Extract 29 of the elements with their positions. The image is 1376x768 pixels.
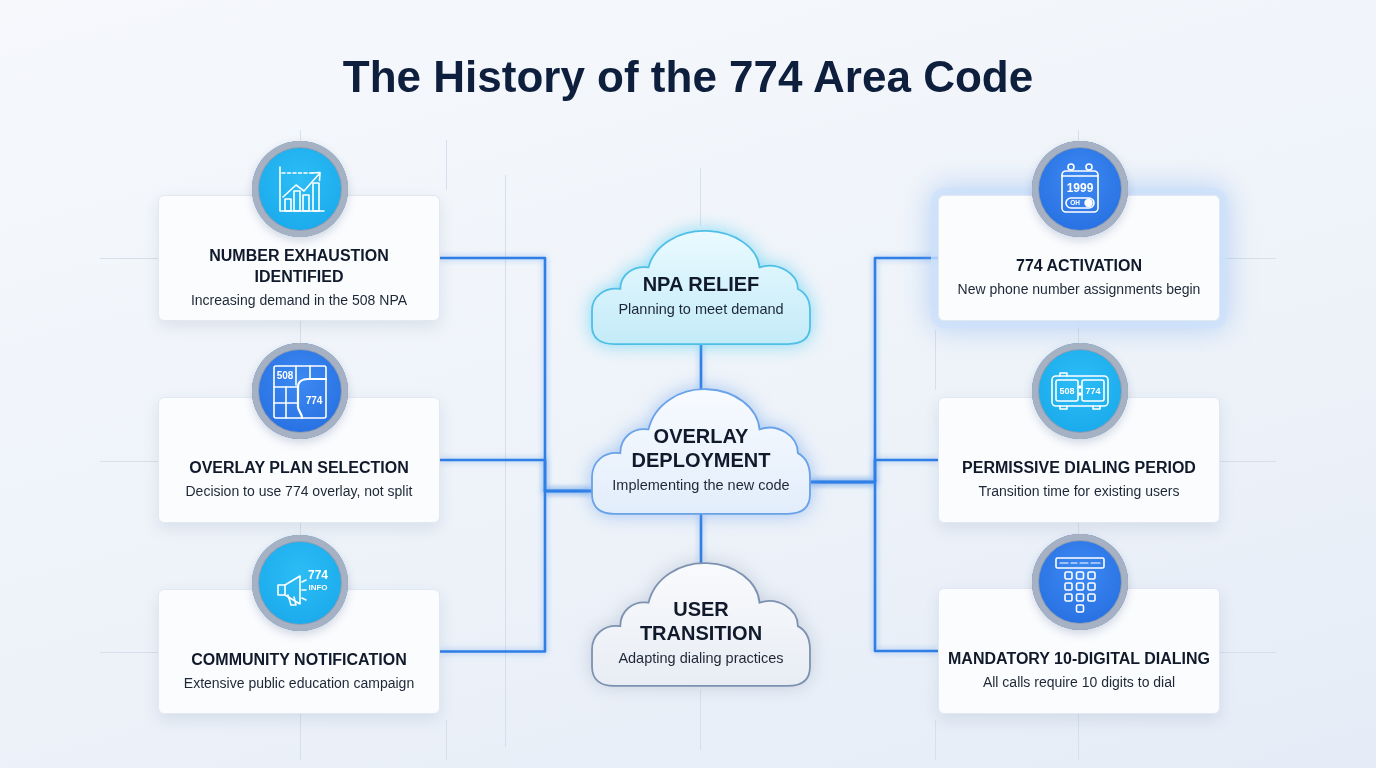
icon-text: 508 [276, 371, 294, 381]
cloud-shape [590, 228, 812, 346]
card-description: Transition time for existing users [978, 482, 1180, 501]
icon-text: 774 [305, 396, 323, 406]
cloud-shape [590, 560, 812, 688]
page-title: The History of the 774 Area Code [342, 51, 1034, 103]
cloud-description: Implementing the new code [612, 475, 790, 495]
cloud-title: USER TRANSITION [638, 596, 764, 645]
card-description: New phone number assignments begin [957, 280, 1201, 299]
card-title: NUMBER EXHAUSTION IDENTIFIED [208, 245, 390, 287]
card-description: Extensive public education campaign [183, 673, 415, 693]
cloud-title: NPA RELIEF [642, 271, 760, 296]
connector-line [440, 489, 592, 653]
card-title: COMMUNITY NOTIFICATION [191, 649, 407, 670]
card-description: All calls require 10 digits to dial [982, 673, 1176, 692]
cloud-description: Planning to meet demand [618, 299, 784, 319]
card-title: PERMISSIVE DIALING PERIOD [962, 458, 1196, 478]
cloud-description: Adapting dialing practices [618, 648, 784, 668]
cloud-shape [590, 386, 812, 516]
connector-line [699, 344, 703, 390]
cloud-title: OVERLAY DEPLOYMENT [630, 423, 772, 472]
card-description: Increasing demand in the 508 NPA [190, 290, 408, 310]
card-title: 774 ACTIVATION [1016, 256, 1142, 276]
connector-line [810, 480, 938, 653]
card-title: OVERLAY PLAN SELECTION [189, 458, 409, 478]
card-title: MANDATORY 10-DIGITAL DIALING [948, 649, 1210, 669]
icon-text: INFO [308, 584, 328, 592]
card-description: Decision to use 774 overlay, not split [185, 482, 413, 501]
connector-line [699, 513, 703, 564]
